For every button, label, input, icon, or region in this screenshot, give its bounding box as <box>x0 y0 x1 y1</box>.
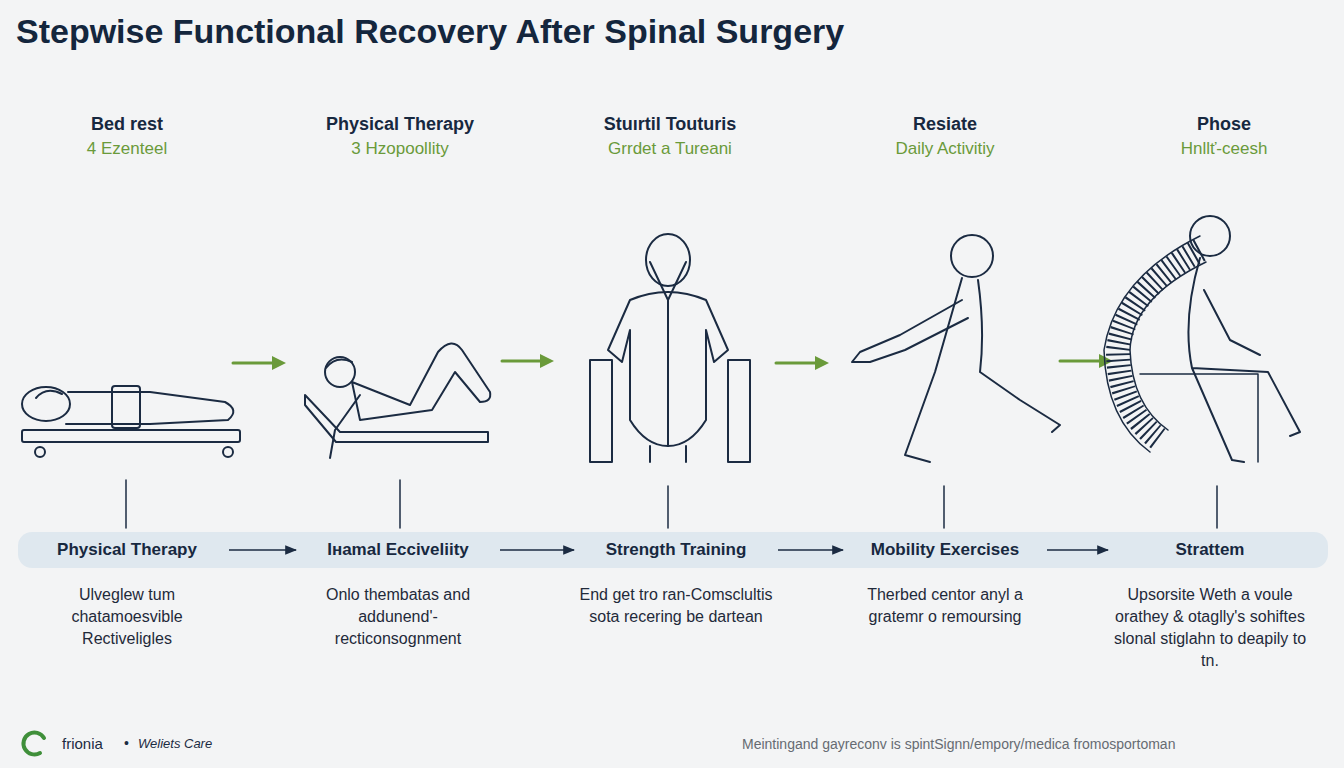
hood <box>650 262 686 300</box>
step-heading: Stuırtil Touturis <box>604 114 737 135</box>
head <box>951 235 993 277</box>
bed <box>22 430 240 442</box>
step-label: Physical Therapy <box>57 538 197 562</box>
head <box>22 387 70 421</box>
flow-arrow <box>229 549 296 551</box>
body <box>66 392 233 424</box>
leader-line <box>1216 486 1218 528</box>
stage-step: Physical TherapyUlveglew tum chatamoesvi… <box>27 538 227 650</box>
step-subtitle: Daily Activitiy <box>895 139 994 159</box>
step-description: End get tro ran-Comsclultis sota recerin… <box>576 584 776 628</box>
body <box>352 343 490 420</box>
hair <box>36 391 62 398</box>
stage-step: Strength TrainingEnd get tro ran-Comsclu… <box>576 538 776 628</box>
hair <box>326 360 352 368</box>
zip <box>667 300 669 446</box>
step-subtitle: Grrdet a Tureani <box>608 139 732 159</box>
head <box>646 234 690 286</box>
front-leg <box>978 280 1060 432</box>
title: Stepwise Functional Recovery After Spina… <box>16 12 844 51</box>
legs <box>650 446 686 462</box>
leader-lines <box>126 480 1217 528</box>
stage-band <box>18 532 1328 568</box>
spine-outline <box>1104 236 1200 452</box>
flow-arrow <box>1047 549 1108 551</box>
arm <box>330 395 360 458</box>
logo <box>23 732 44 754</box>
arm <box>852 300 968 362</box>
body <box>608 292 728 446</box>
reclining-figure <box>305 343 490 458</box>
parallel-bars-figure <box>590 234 750 462</box>
head <box>325 357 355 387</box>
arm <box>112 386 140 428</box>
step-description: Therbed centor anyl a gratemr o remoursi… <box>845 584 1045 628</box>
stage-step: StrattemUpsorsite Weth a voule orathey &… <box>1110 538 1310 672</box>
leader-line <box>125 480 127 528</box>
step-heading: Physical Therapy <box>326 114 474 135</box>
step-description: Onlo thembatas and addunend'-recticonsog… <box>298 584 498 650</box>
step-arrow <box>1060 360 1101 363</box>
body <box>1188 258 1300 462</box>
bed-wheel <box>35 447 45 457</box>
step-description: Upsorsite Weth a voule orathey & otaglly… <box>1110 584 1310 672</box>
step-heading: Phose <box>1197 114 1251 135</box>
spine-figure <box>1104 216 1300 462</box>
step-label: Strattem <box>1176 538 1245 562</box>
arrow-head <box>815 356 829 370</box>
logo-ring <box>23 732 44 754</box>
bar <box>590 360 612 462</box>
walking-figure <box>852 235 1060 462</box>
flow-arrow <box>500 549 574 551</box>
step-arrow <box>502 360 542 363</box>
step-label: Strength Training <box>606 538 747 562</box>
step-label: Iнamal Ecciveliity <box>327 538 469 562</box>
leader-line <box>667 486 669 528</box>
head <box>1190 216 1230 256</box>
arrow-head <box>272 356 286 370</box>
brand-name: frionia <box>62 735 103 752</box>
bed-wheel <box>223 447 233 457</box>
bed-rest-figure <box>22 386 240 457</box>
step-description: Ulveglew tum chatamoesvible Rectiveligle… <box>27 584 227 650</box>
stage-step: Iнamal EcciveliityOnlo thembatas and add… <box>298 538 498 650</box>
brand-tagline: Weliets Care <box>138 736 212 751</box>
ramp <box>305 395 488 442</box>
spine-outline <box>1130 262 1206 430</box>
step-subtitle: Hnllť-ceesh <box>1181 139 1268 159</box>
footer-note: Meintingand gayreconv is spintSignn/empo… <box>742 736 1175 752</box>
chair <box>1140 374 1258 462</box>
arm <box>1204 290 1260 355</box>
step-arrow <box>233 362 274 365</box>
flow-arrow <box>778 549 843 551</box>
step-heading: Resiate <box>913 114 977 135</box>
step-heading: Bed rest <box>91 114 163 135</box>
leader-line <box>943 486 945 528</box>
leader-line <box>399 480 401 528</box>
step-subtitle: 4 Ezenteel <box>87 139 167 159</box>
stage-step: Mobility ExercisesTherbed centor anyl a … <box>845 538 1045 628</box>
separator: • <box>124 735 129 751</box>
step-label: Mobility Exercises <box>871 538 1019 562</box>
bar <box>728 360 750 462</box>
step-arrow <box>776 362 817 365</box>
arrow-head <box>540 354 554 368</box>
step-subtitle: 3 Hzopoollity <box>351 139 448 159</box>
